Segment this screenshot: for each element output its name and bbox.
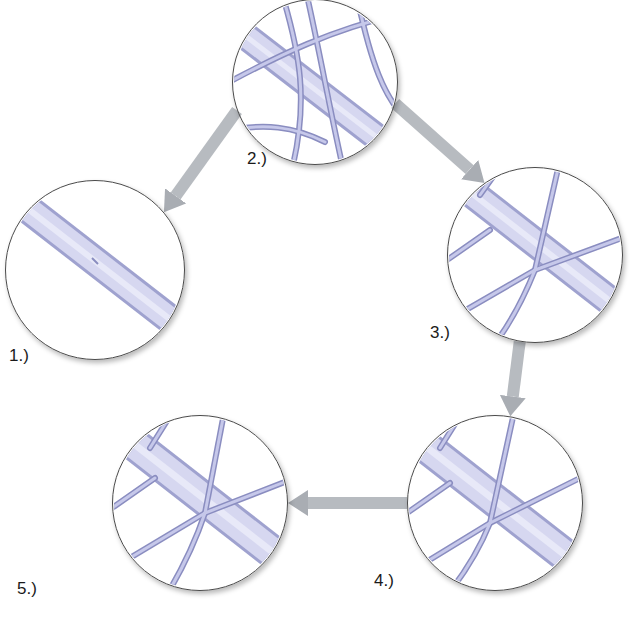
step-number: 2.) (247, 150, 267, 169)
step-number: 5.) (17, 580, 37, 599)
fiber-circle: 1.) (5, 180, 185, 360)
fiber-view (370, 403, 620, 598)
step-arrow (308, 497, 407, 509)
fiber-view (410, 145, 630, 350)
fiber-view (0, 160, 225, 395)
fiber-circle: 2.) (232, 0, 398, 165)
fiber-view (75, 398, 325, 598)
step-arrow (176, 110, 237, 196)
step-number: 4.) (374, 572, 394, 591)
fiber-circle: 4.) (407, 415, 583, 591)
fiber-circle: 5.) (112, 415, 288, 591)
step-number: 1.) (9, 347, 29, 366)
step-arrow (513, 342, 520, 397)
step-number: 3.) (430, 324, 450, 343)
step-arrow (395, 103, 469, 169)
fiber-view (195, 0, 435, 182)
fiber-circle: 3.) (447, 167, 623, 343)
